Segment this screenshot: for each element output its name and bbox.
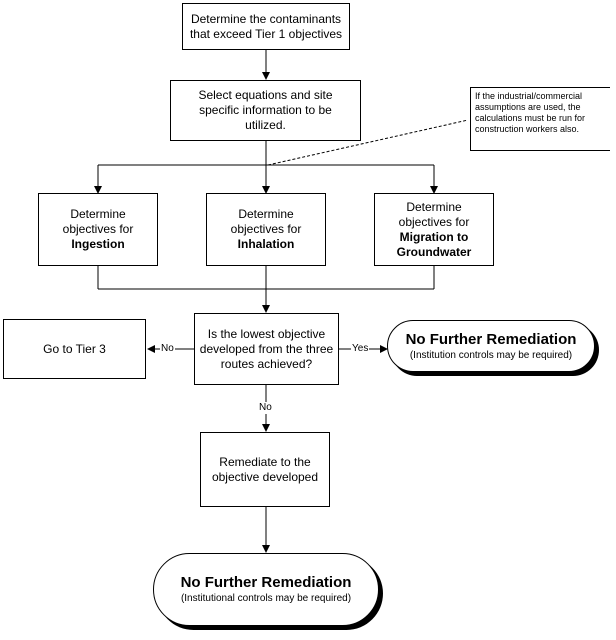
determine-contaminants-text: Determine the contaminants that exceed T… xyxy=(189,11,343,41)
edge-label-no-left: No xyxy=(160,343,175,355)
edge-label-yes-right: Yes xyxy=(351,343,370,355)
inhalation-prefix: Determine objectives for xyxy=(230,207,302,236)
inhalation-box: Determine objectives for Inhalation xyxy=(206,193,326,266)
nfr-right-note: (Institution controls may be required) xyxy=(409,349,573,361)
edge-label-no-down: No xyxy=(258,402,273,414)
select-equations-text: Select equations and site specific infor… xyxy=(198,88,333,132)
go-to-tier3-box: Go to Tier 3 xyxy=(3,319,146,379)
nfr-right-title: No Further Remediation xyxy=(405,330,577,348)
annotation-text: If the industrial/commercial assumptions… xyxy=(475,91,586,134)
nfr-bottom-note: (Institutional controls may be required) xyxy=(180,593,352,604)
decision-text: Is the lowest objective developed from t… xyxy=(199,326,334,371)
annotation-note: If the industrial/commercial assumptions… xyxy=(470,87,610,151)
inhalation-label: Inhalation xyxy=(237,237,295,251)
ingestion-label: Ingestion xyxy=(71,237,125,251)
go-to-tier3-text: Go to Tier 3 xyxy=(43,341,106,356)
migration-box: Determine objectives for Migration to Gr… xyxy=(374,193,494,266)
remediate-box: Remediate to the objective developed xyxy=(200,432,330,507)
remediate-text: Remediate to the objective developed xyxy=(211,454,319,484)
migration-label: Migration to Groundwater xyxy=(396,229,472,259)
decision-box: Is the lowest objective developed from t… xyxy=(194,313,339,385)
migration-prefix: Determine objectives for xyxy=(398,199,470,229)
determine-contaminants-box: Determine the contaminants that exceed T… xyxy=(182,3,350,50)
no-further-remediation-bottom: No Further Remediation (Institutional co… xyxy=(153,553,379,626)
annotation-leader xyxy=(267,119,469,166)
ingestion-prefix: Determine objectives for xyxy=(62,207,134,236)
ingestion-box: Determine objectives for Ingestion xyxy=(38,193,158,266)
no-further-remediation-right: No Further Remediation (Institution cont… xyxy=(387,320,595,372)
nfr-bottom-title: No Further Remediation xyxy=(180,574,352,591)
select-equations-box: Select equations and site specific infor… xyxy=(170,80,361,141)
